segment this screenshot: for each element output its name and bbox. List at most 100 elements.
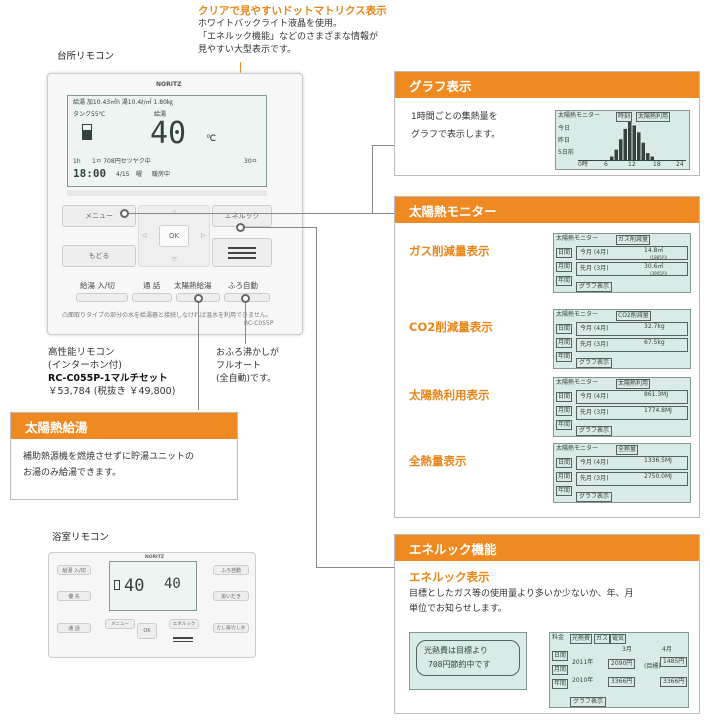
monitor-row2-value: 2750.0MJ <box>644 473 672 480</box>
solar-hot-water-line2: お湯のみ給湯できます。 <box>23 468 122 478</box>
enelook-message-lcd: 光熱費は目標より 708円節約中です <box>409 632 527 690</box>
bath-auto-button[interactable]: ふろ自動 <box>213 565 249 575</box>
monitor-item-title: 全熱量表示 <box>409 454 467 468</box>
enelook-tab-utility: 光熱費 <box>570 634 593 644</box>
graph-label-5days: 5日前 <box>558 149 574 156</box>
solar-hot-water-label: 太陽熱給湯 <box>174 281 212 290</box>
graph-bar <box>632 125 636 160</box>
monitor-side-day: 日間 <box>556 392 573 402</box>
monitor-graph-button: グラフ表示 <box>576 282 613 292</box>
kitchen-remote: NORITZ 給湯 加10.43㎥h 湯10.4ℓ/㎥ 1.80㎏ タンク55℃… <box>47 73 303 335</box>
bath-priority-button[interactable]: 優 先 <box>57 591 91 601</box>
monitor-lcd-title: 太陽熱モニター <box>556 445 599 452</box>
monitor-item-lcd: 太陽熱モニター 全熱量 日間 月間 年間 今月 (4月) 1336.5MJ 先月… <box>553 443 691 503</box>
monitor-item-lcd: 太陽熱モニター 太陽熱利用 日間 月間 年間 今月 (4月) 861.3MJ 先… <box>553 377 691 437</box>
d-pad: △ ▽ ◁ ▷ OK <box>138 205 210 267</box>
menu-button[interactable]: メニュー <box>62 205 136 227</box>
monitor-side-day: 日間 <box>556 324 573 334</box>
graph-line1: 1時間ごとの集熱量を <box>411 112 498 122</box>
bath-temp-2: 40 <box>164 576 181 592</box>
enelook-side-month: 月間 <box>552 665 569 675</box>
up-arrow-icon[interactable]: △ <box>172 208 177 215</box>
enelook-pointer-dot <box>236 223 245 232</box>
bath-remote-label: 浴室リモコン <box>52 532 110 543</box>
monitor-item-lcd: 太陽熱モニター ガス削減量 日間 月間 年間 今月 (4月) 14.8㎥ (18… <box>553 233 691 293</box>
call-button[interactable] <box>132 293 172 302</box>
graph-panel: グラフ表示 1時間ごとの集熱量を グラフで表示します。 太陽熱モニター 時刻 太… <box>394 71 700 176</box>
monitor-row2-sub: (3905円) <box>650 271 668 276</box>
bath-enelook-button[interactable]: エネルック <box>169 619 199 629</box>
enelook-row2-v2: 3366円 <box>660 677 688 687</box>
enelook-col-april: 4月 <box>662 646 672 653</box>
monitor-side-day: 日間 <box>556 248 573 258</box>
enelook-row1-note: (目標) <box>644 663 661 670</box>
graph-bar <box>628 122 632 160</box>
graph-bar <box>610 156 614 160</box>
enelook-msg-2: 708円節約中です <box>428 660 491 669</box>
left-arrow-icon[interactable]: ◁ <box>142 232 147 239</box>
furo-line1: おふろ沸かしが <box>216 348 280 358</box>
solar-hot-water-line1: 補助熱源機を燃焼させずに貯湯ユニットの <box>23 452 195 462</box>
graph-bar <box>614 149 618 160</box>
back-button[interactable]: もどる <box>62 245 136 267</box>
graph-x-0: 0時 <box>578 161 588 168</box>
enelook-panel: エネルック機能 エネルック表示 目標としたガス等の使用量より多いか少ないか、年、… <box>394 534 700 714</box>
bath-call-button[interactable]: 通 話 <box>57 623 91 633</box>
hot-water-onoff-button[interactable] <box>76 293 128 302</box>
enelook-row1-v1: 2090円 <box>608 659 636 669</box>
lcd-tank-temp: タンク55℃ <box>73 111 106 118</box>
monitor-side-year: 年間 <box>556 420 573 430</box>
intercom-button[interactable] <box>212 238 272 267</box>
graph-lcd: 太陽熱モニター 時刻 太陽熱利用 今日 昨日 5日前 0時 6 12 18 24 <box>555 110 690 170</box>
graph-line2: グラフで表示します。 <box>411 130 501 140</box>
enelook-line1: 目標としたガス等の使用量より多いか少ないか、年、月 <box>409 589 634 599</box>
graph-tab-solar: 太陽熱利用 <box>636 112 671 122</box>
bath-ok-button[interactable]: OK <box>137 623 157 639</box>
graph-bar <box>619 139 623 160</box>
bath-remote: NORITZ 給湯 入/切 優 先 通 話 40 40 メニュー OK エネルッ… <box>48 552 256 658</box>
enelook-line2: 単位でお知らせします。 <box>409 604 507 614</box>
monitor-side-year: 年間 <box>556 276 573 286</box>
remote-desc-line1: 高性能リモコン <box>48 347 115 358</box>
solar-monitor-header: 太陽熱モニター <box>395 197 699 223</box>
monitor-row1-label: 今月 (4月) <box>580 393 609 400</box>
solar-monitor-panel: 太陽熱モニター ガス削減量表示 太陽熱モニター ガス削減量 日間 月間 年間 今… <box>394 196 700 518</box>
graph-x-24: 24 <box>676 161 684 168</box>
bath-menu-button[interactable]: メニュー <box>105 619 135 629</box>
graph-bar <box>646 153 650 160</box>
remote-model: RC-C055P-1マルチセット <box>48 373 168 384</box>
kitchen-lcd: 給湯 加10.43㎥h 湯10.4ℓ/㎥ 1.80㎏ タンク55℃ 給湯 40 … <box>67 95 267 187</box>
enelook-graph-button: グラフ表示 <box>570 697 607 707</box>
monitor-lcd-tab: 全熱量 <box>616 445 639 455</box>
enelook-table-lcd: 料金 光熱費 ガス 電気 日間 月間 年間 3月 4月 2011年 2090円 … <box>549 632 689 708</box>
monitor-row1-label: 今月 (4月) <box>580 459 609 466</box>
monitor-lcd-title: 太陽熱モニター <box>556 311 599 318</box>
monitor-item-title: ガス削減量表示 <box>409 244 490 258</box>
top-callout: クリアで見やすいドットマトリクス表示 ホワイトバックライト液晶を使用。 「エネル… <box>198 4 458 57</box>
ok-button[interactable]: OK <box>159 225 189 247</box>
bath-auto-label: ふろ自動 <box>228 281 258 290</box>
furo-pointer-dot <box>241 294 250 303</box>
graph-x-12: 12 <box>628 161 636 168</box>
enelook-tab-gas: ガス <box>594 634 611 644</box>
down-arrow-icon[interactable]: ▽ <box>172 256 177 263</box>
monitor-lcd-title: 太陽熱モニター <box>556 235 599 242</box>
remote-model-small: RC-C055P <box>244 320 274 327</box>
bath-hot-water-button[interactable]: 給湯 入/切 <box>57 565 91 575</box>
monitor-lcd-tab: 太陽熱利用 <box>616 379 651 389</box>
bath-add-water-button[interactable]: たし湯/たし水 <box>213 623 249 633</box>
right-arrow-icon[interactable]: ▷ <box>201 232 206 239</box>
menu-pointer-dot <box>120 209 129 218</box>
monitor-side-month: 月間 <box>556 338 573 348</box>
monitor-side-month: 月間 <box>556 262 573 272</box>
bath-reheat-button[interactable]: 追いだき <box>213 591 249 601</box>
monitor-row1-value: 32.7kg <box>644 323 665 330</box>
monitor-lcd-title: 太陽熱モニター <box>556 379 599 386</box>
brand-logo: NORITZ <box>156 81 182 88</box>
lcd-temperature: 40 <box>150 116 187 151</box>
monitor-item-title: CO2削減量表示 <box>409 320 493 334</box>
remote-desc-line2: (インターホン付) <box>48 360 122 371</box>
enelook-row2-year: 2010年 <box>572 677 594 684</box>
enelook-side-day: 日間 <box>552 651 569 661</box>
monitor-graph-button: グラフ表示 <box>576 358 613 368</box>
